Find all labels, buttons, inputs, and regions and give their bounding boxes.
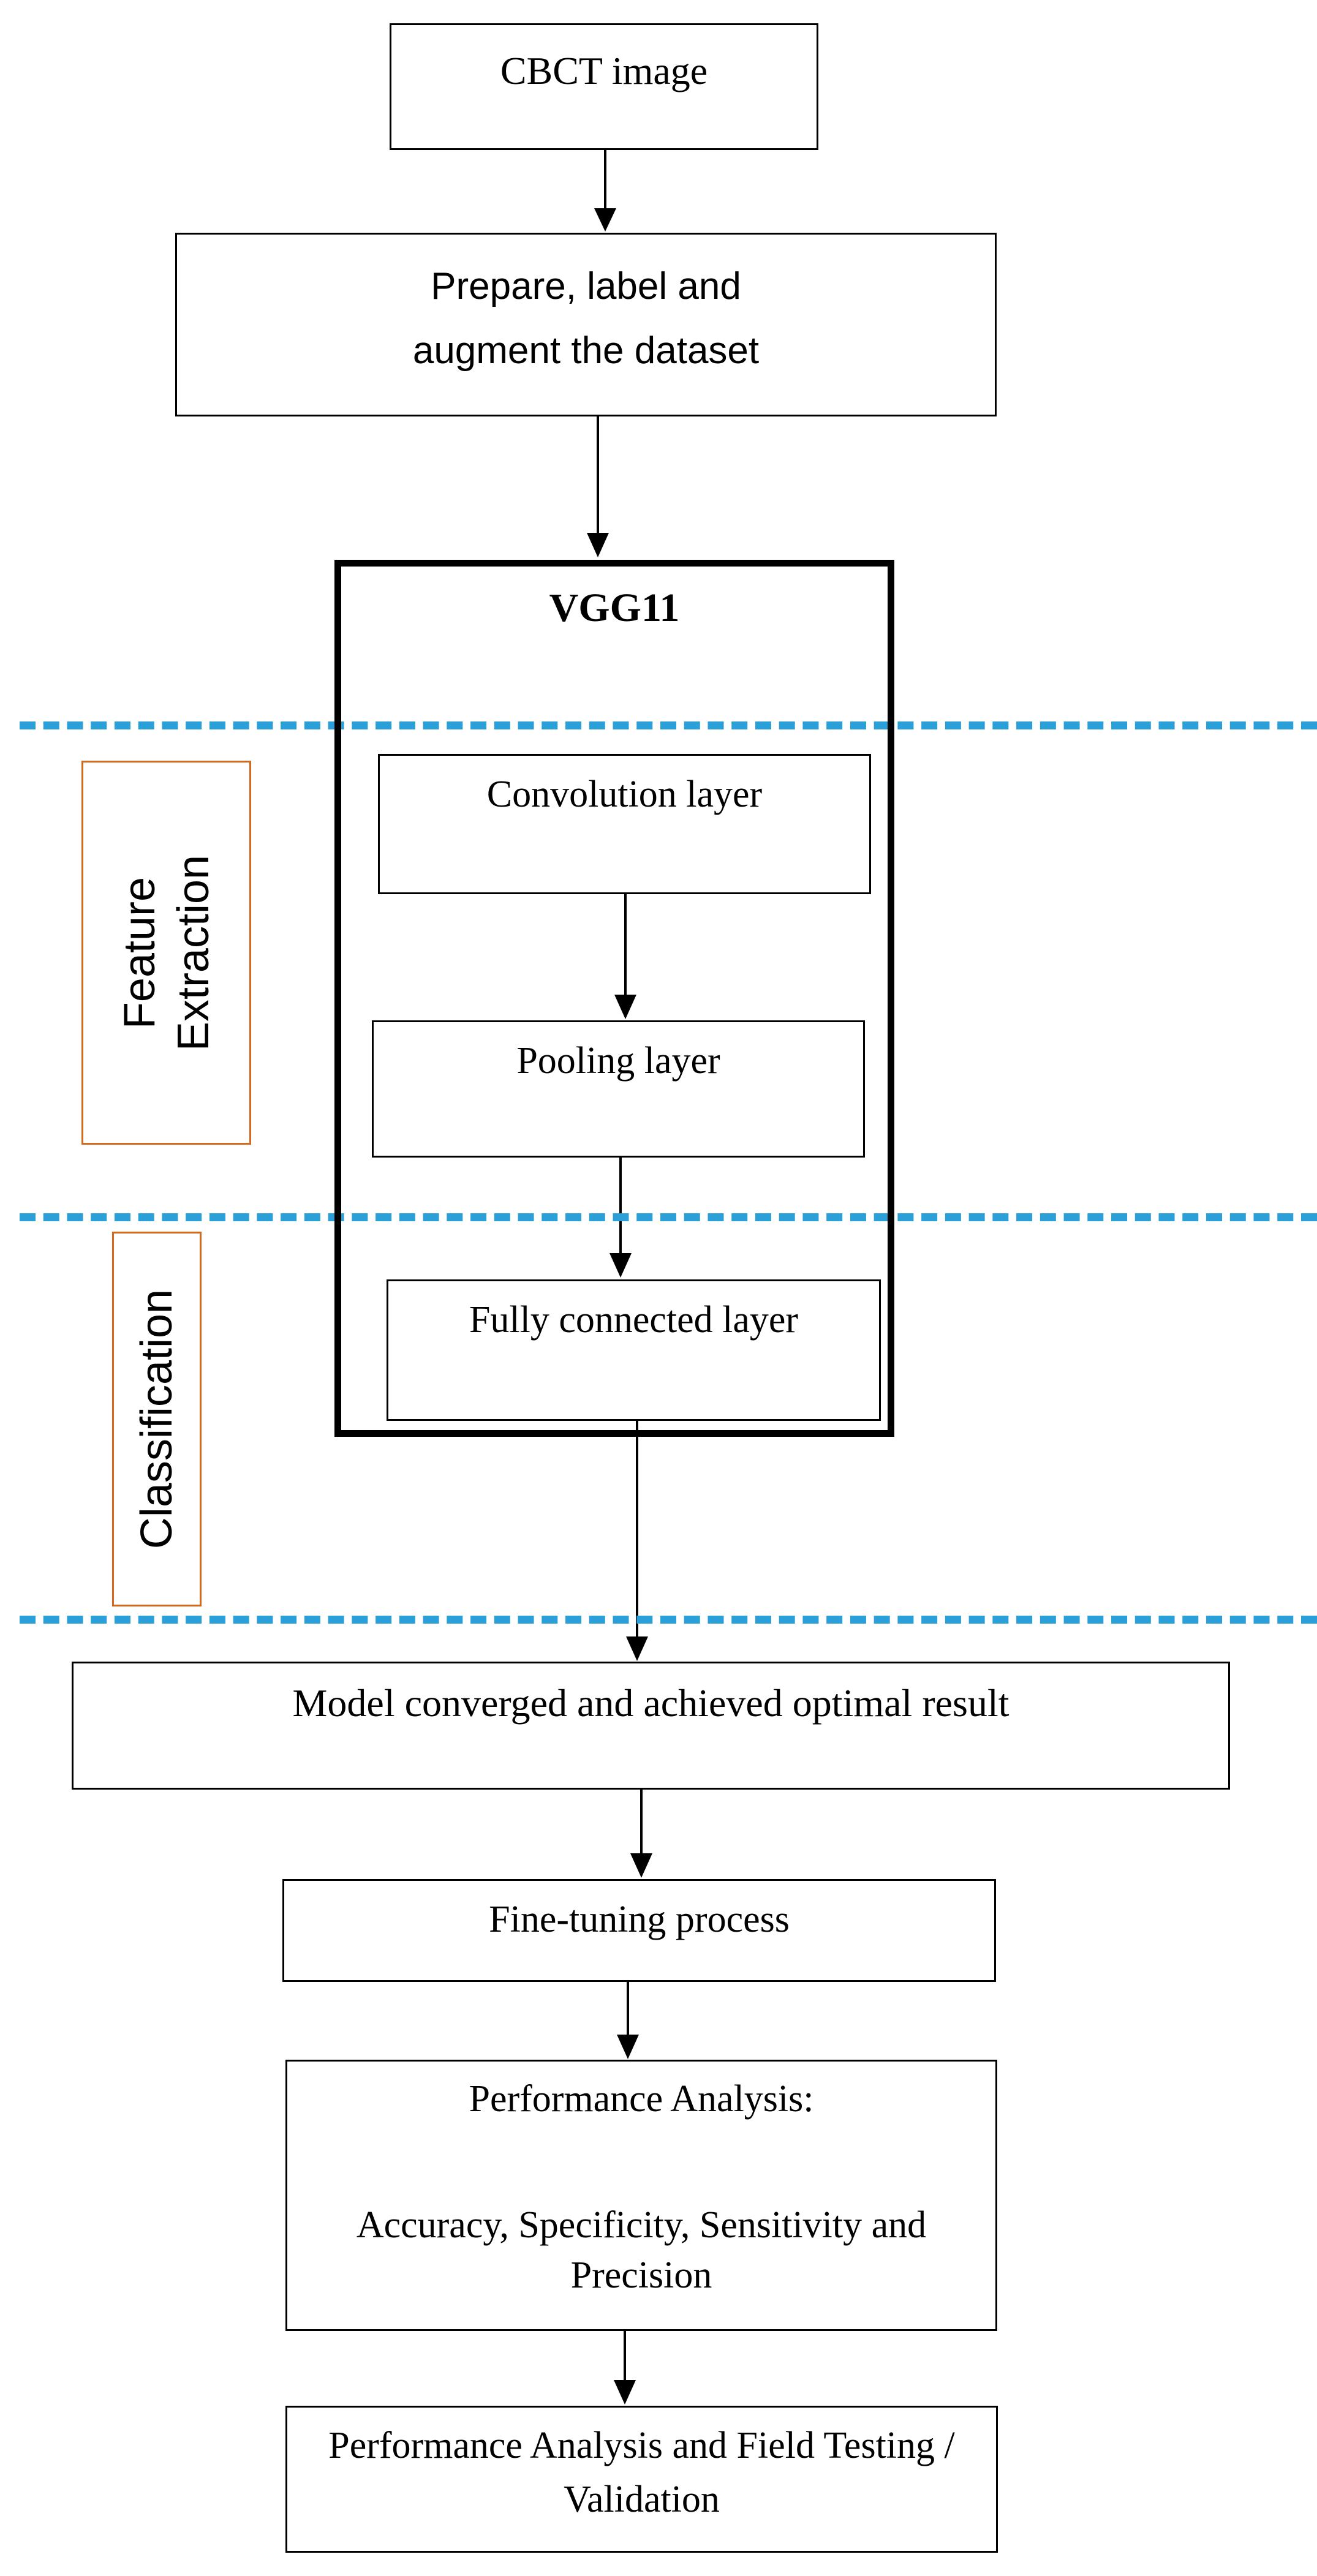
divider-bottom (20, 1616, 1317, 1624)
fine-tuning-box: Fine-tuning process (282, 1879, 996, 1982)
convolution-layer-text: Convolution layer (486, 774, 763, 815)
feature-extraction-line2: Extraction (168, 854, 218, 1051)
arrowhead-perf-to-validation (614, 2380, 636, 2405)
arrowhead-conv-to-pool (614, 995, 636, 1019)
field-testing-validation-text: Performance Analysis and Field Testing /… (328, 2425, 955, 2520)
field-testing-validation-box: Performance Analysis and Field Testing /… (285, 2406, 998, 2553)
arrowhead-finetune-to-perf (617, 2035, 639, 2059)
feature-extraction-label: Feature Extraction (81, 761, 251, 1145)
classification-label: Classification (112, 1232, 202, 1606)
divider-top (20, 721, 1317, 729)
vgg11-title: VGG11 (549, 586, 680, 630)
arrowhead-converged-to-finetune (630, 1853, 652, 1878)
fine-tuning-text: Fine-tuning process (489, 1899, 790, 1940)
arrowhead-prepare-to-vgg (587, 533, 609, 557)
arrowhead-fc-to-converged (626, 1636, 648, 1661)
prepare-dataset-box: Prepare, label and augment the dataset (175, 233, 997, 416)
classification-text: Classification (132, 1289, 181, 1550)
convolution-layer-box: Convolution layer (378, 754, 871, 894)
feature-extraction-line1: Feature (115, 876, 164, 1029)
arrowhead-pool-to-fc (609, 1253, 632, 1278)
arrowhead-cbct-to-prepare (594, 208, 616, 232)
cbct-image-box: CBCT image (390, 23, 818, 150)
performance-metrics-text: Accuracy, Specificity, Sensitivity and P… (356, 2204, 927, 2296)
pooling-layer-box: Pooling layer (372, 1020, 865, 1158)
performance-analysis-box: Performance Analysis: Accuracy, Specific… (285, 2060, 997, 2331)
pooling-layer-text: Pooling layer (516, 1040, 720, 1082)
fully-connected-layer-text: Fully connected layer (469, 1299, 799, 1341)
prepare-dataset-text: Prepare, label and augment the dataset (412, 265, 760, 372)
fully-connected-layer-box: Fully connected layer (387, 1279, 881, 1421)
model-converged-box: Model converged and achieved optimal res… (72, 1662, 1230, 1790)
vgg11-container: VGG11 (334, 560, 894, 1437)
performance-analysis-title: Performance Analysis: (469, 2078, 814, 2120)
divider-middle (20, 1213, 1317, 1221)
model-converged-text: Model converged and achieved optimal res… (292, 1681, 1009, 1725)
cbct-image-text: CBCT image (500, 49, 708, 92)
